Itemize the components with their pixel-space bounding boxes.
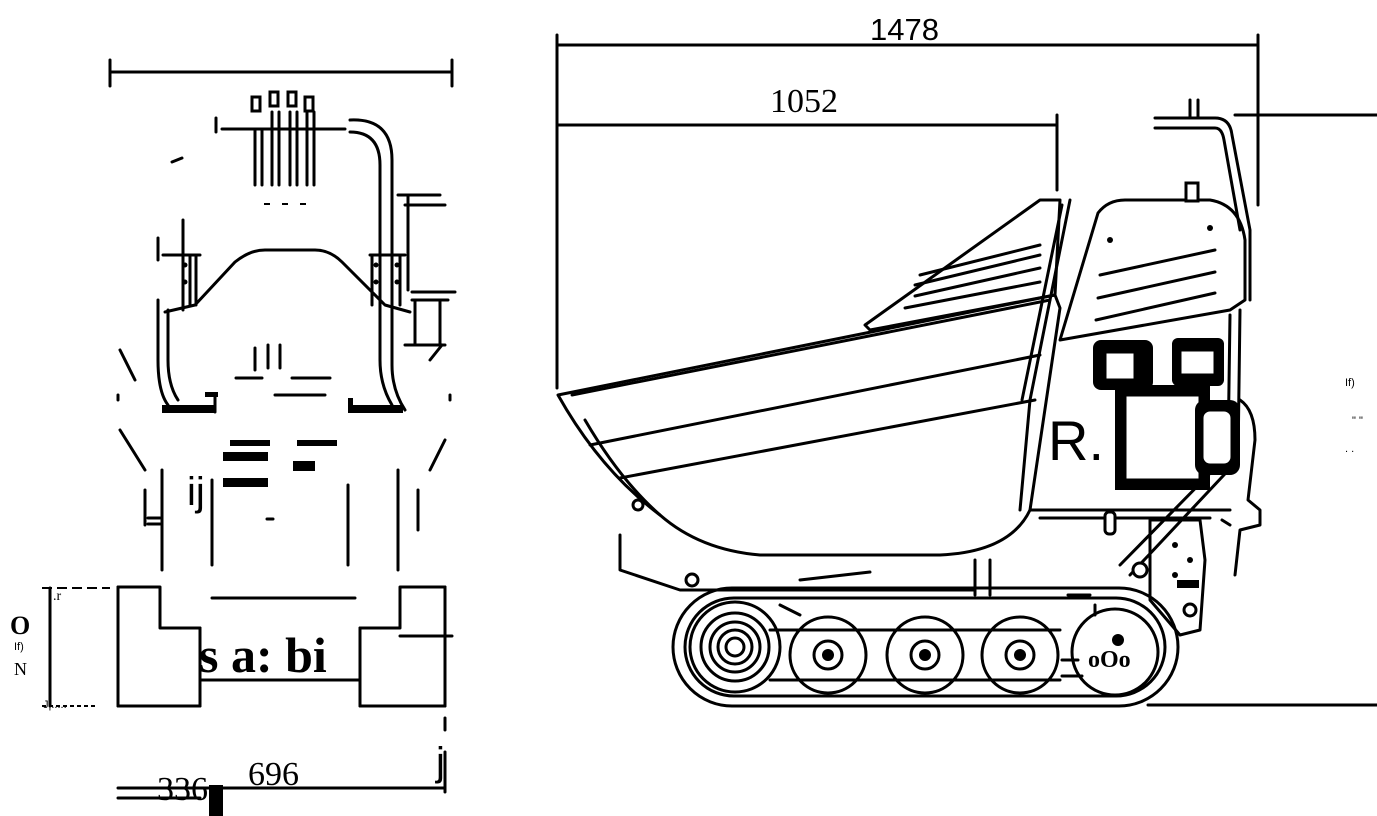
road-wheel-3 <box>980 615 1060 695</box>
front-view-label-j: j <box>435 740 445 784</box>
engine <box>1093 338 1240 490</box>
front-height-text-o: O <box>10 611 30 640</box>
front-handle-bar <box>348 118 407 412</box>
drive-sprocket <box>1070 607 1160 697</box>
front-view-track-text: s a: bi <box>199 627 327 683</box>
side-view-text-if: If) <box>1345 377 1355 389</box>
side-handle <box>1153 116 1252 302</box>
front-height-text-if: If) <box>14 641 24 653</box>
dimension-overall-width: 696 <box>248 756 299 793</box>
side-view: 1478 1052 <box>555 12 1377 708</box>
hopper-front-outline <box>163 248 412 314</box>
dimension-hopper-length: 1052 <box>770 83 838 120</box>
side-view-text-quotes: " " <box>1352 415 1363 427</box>
front-height-text-n: N <box>14 659 27 679</box>
engine-cover-panel <box>1058 198 1247 342</box>
rear-plate <box>1148 518 1207 637</box>
chassis-front <box>618 533 977 592</box>
hopper-body <box>556 293 1062 557</box>
road-wheel-1 <box>788 615 868 695</box>
dimension-tick-block <box>209 785 223 816</box>
road-wheel-2 <box>885 615 965 695</box>
hopper-back-plate <box>863 198 1062 332</box>
control-levers <box>170 90 347 205</box>
track-assembly: oOo <box>671 586 1180 708</box>
dimension-track-width: 336 <box>157 771 208 808</box>
front-height-text-j: J|..... <box>43 699 67 711</box>
front-view-label-ij: ij <box>187 470 205 514</box>
side-view-text-r: R. <box>1048 409 1104 472</box>
front-height-text-r: .r <box>53 589 62 604</box>
side-view-text-ooo: oOo <box>1088 647 1131 673</box>
idler-wheel <box>688 600 782 694</box>
dimension-overall-length: 1478 <box>870 12 939 47</box>
front-view: s a: bi ij O If) N .r J|..... 336 696 j <box>10 58 457 816</box>
side-view-text-dots: . . <box>1345 443 1354 455</box>
